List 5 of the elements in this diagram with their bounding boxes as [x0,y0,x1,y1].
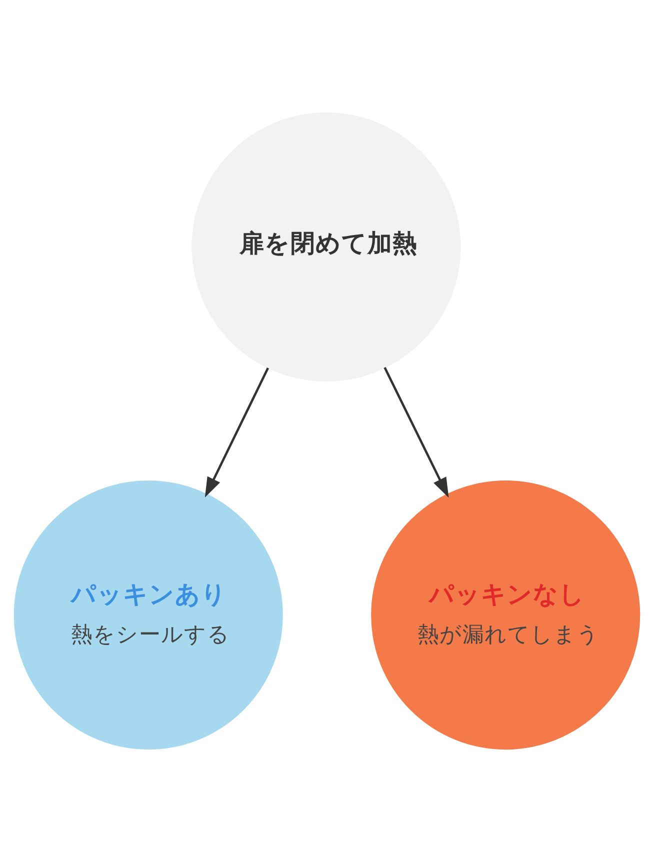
node-circle: 扉を閉めて加熱 [192,112,461,382]
arrow [204,368,270,498]
node-circle: パッキンなし 熱が漏れてしまう [371,480,640,750]
arrow [384,367,449,498]
node-circle: パッキンあり 熱をシールする [14,480,283,750]
